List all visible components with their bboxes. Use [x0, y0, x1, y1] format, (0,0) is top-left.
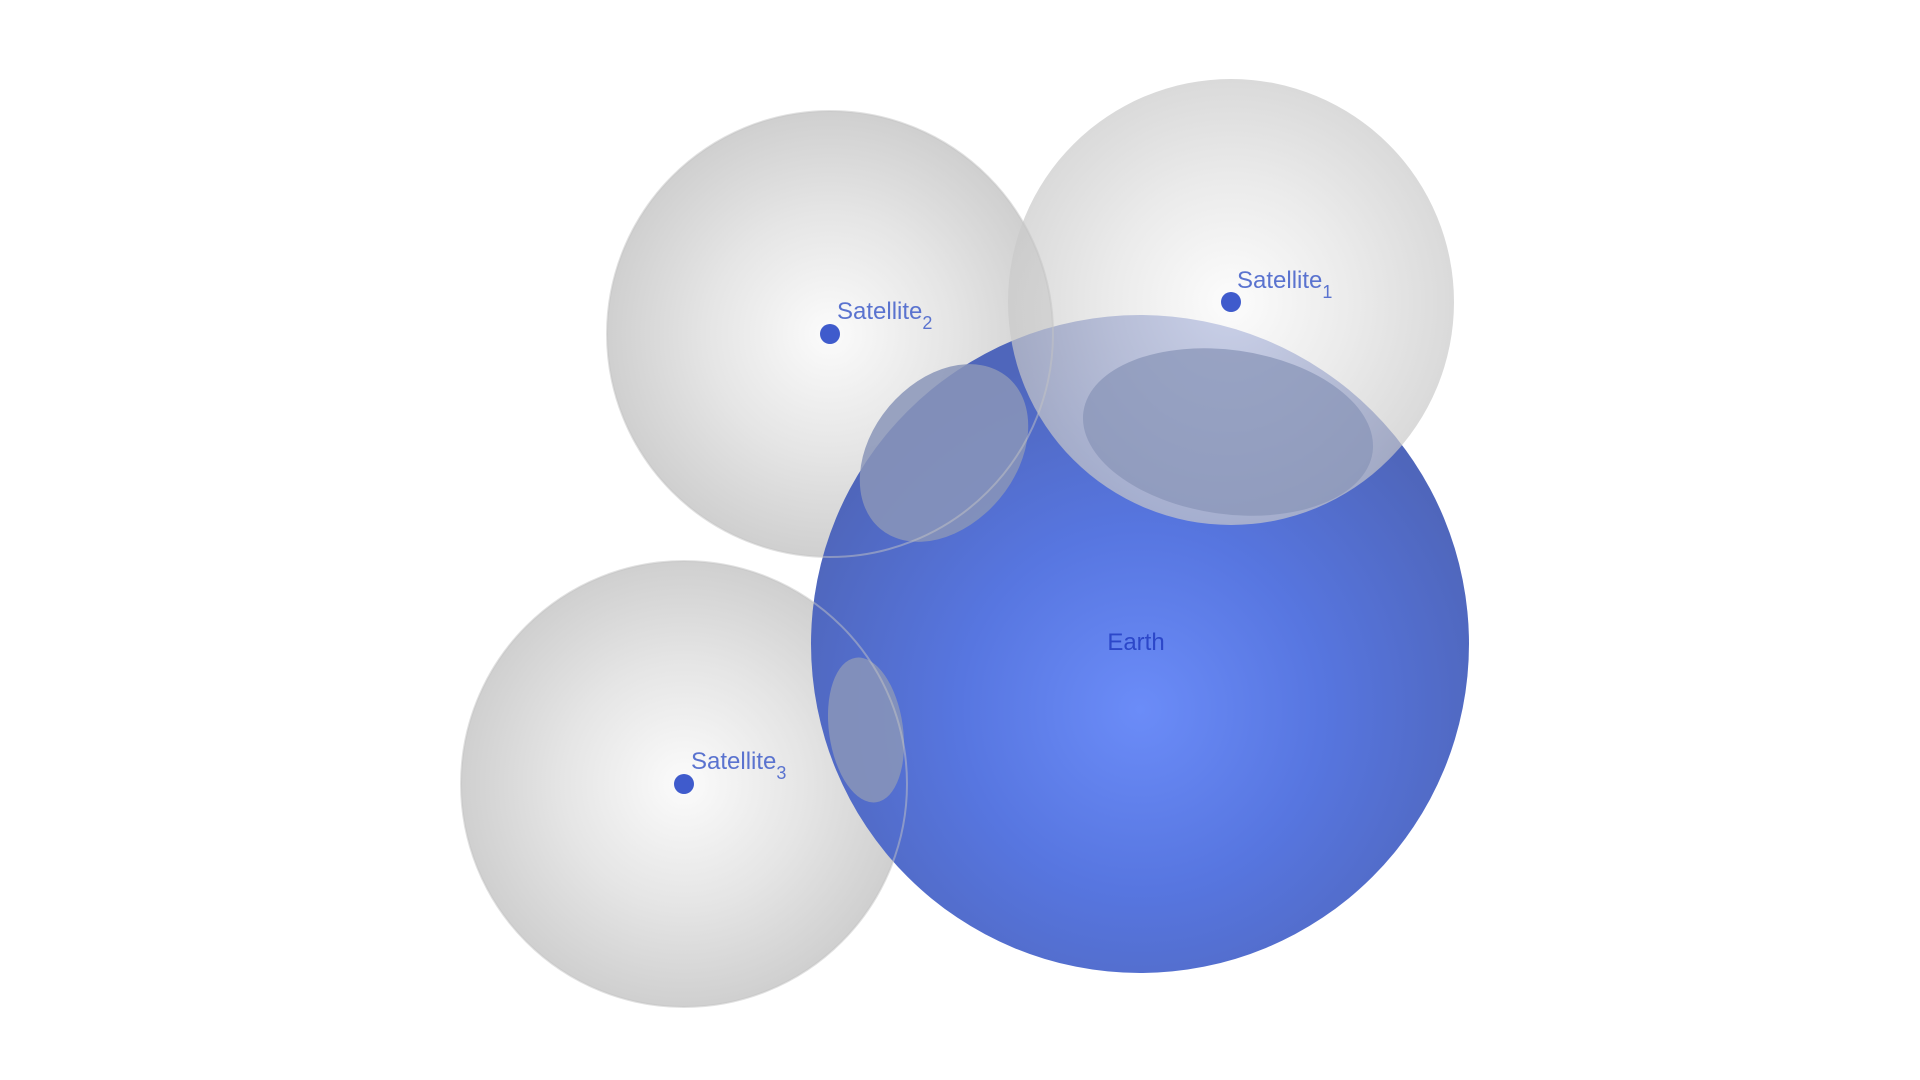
satellite-1-point[interactable] [1221, 292, 1241, 312]
satellite-1-index: 1 [1322, 282, 1332, 302]
satellite-2-rim [606, 110, 1054, 558]
satellite-1-name: Satellite [1237, 267, 1322, 294]
satellite-2-label: Satellite2 [837, 298, 932, 333]
satellite-3-index: 3 [776, 763, 786, 783]
satellite-3-rim [460, 560, 908, 1008]
satellite-3-name: Satellite [691, 748, 776, 775]
satellite-2-index: 2 [922, 313, 932, 333]
satellite-3-label: Satellite3 [691, 748, 786, 783]
intersection-earth-satellite-3 [827, 657, 905, 803]
intersection-earth-satellite-1 [1082, 348, 1374, 516]
satellite-1-label: Satellite1 [1237, 267, 1332, 302]
satellite-2-name: Satellite [837, 298, 922, 325]
satellite-2-point[interactable] [820, 324, 840, 344]
intersection-earth-satellite-2 [859, 364, 1029, 542]
earth-label: Earth [1107, 629, 1164, 656]
satellite-3-point[interactable] [674, 774, 694, 794]
